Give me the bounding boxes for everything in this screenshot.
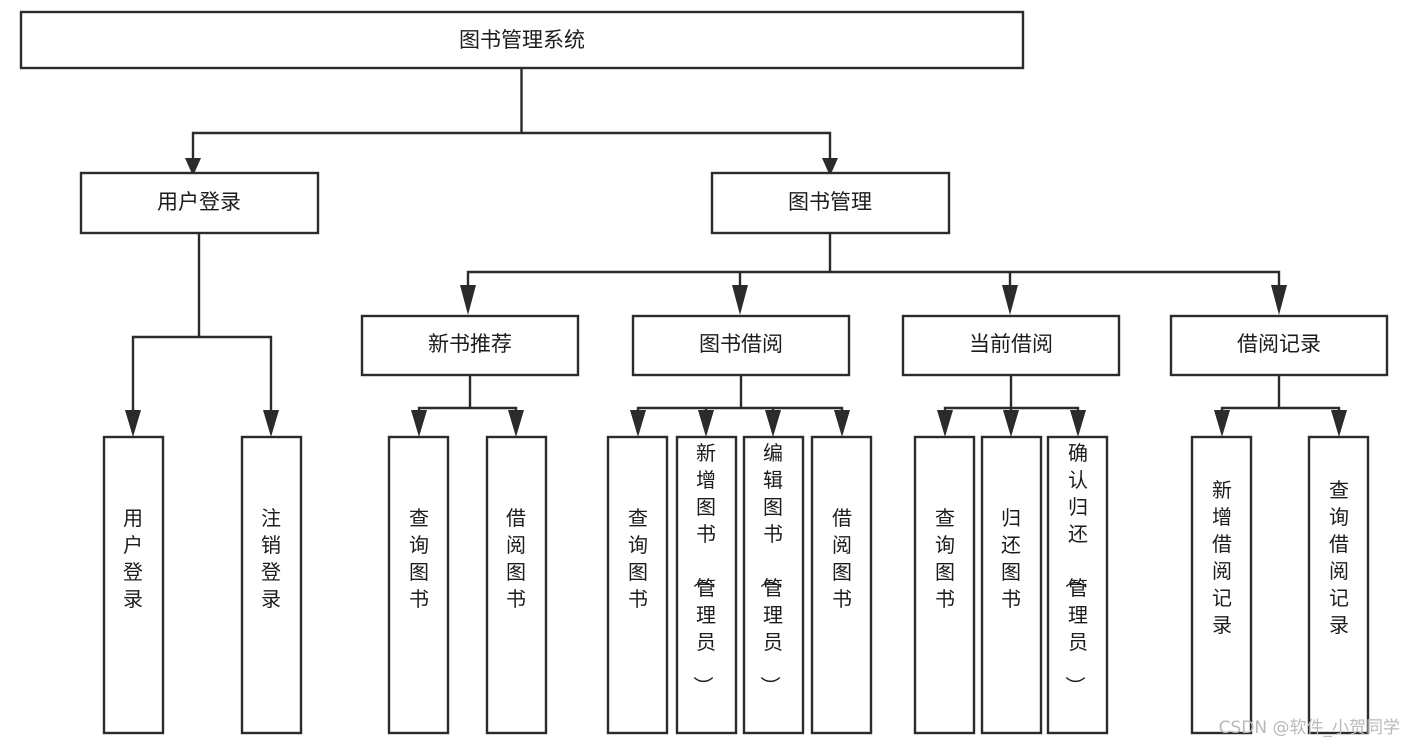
node-leaf-user-login-label: 用户登录 [123,506,143,611]
node-leaf-query-record[interactable]: 查询借阅记录 [1307,435,1370,735]
node-leaf-query-book-1-label: 查询图书 [409,506,429,611]
arrow-head-icon [1214,410,1230,437]
node-leaf-borrow-book-2[interactable]: 借阅图书 [810,435,873,735]
node-leaf-add-record-box[interactable] [1190,435,1253,735]
node-book-borrow[interactable]: 图书借阅 [631,314,851,377]
node-leaf-borrow-book-1[interactable]: 借阅图书 [485,435,548,735]
arrow-head-icon [1003,410,1019,437]
connector-root-bus [191,66,832,160]
node-leaf-query-book-3-label: 查询图书 [935,506,955,611]
connector-bookborrow-bus [636,373,844,423]
arrow-head-icon [937,410,953,437]
node-leaf-return-book-label: 归还图书 [1001,506,1021,611]
node-leaf-add-record[interactable]: 新增借阅记录 [1190,435,1253,735]
node-root[interactable]: 图书管理系统 [19,10,1025,70]
node-leaf-query-book-2[interactable]: 查询图书 [606,435,669,735]
arrow-head-icon [1070,410,1086,437]
connector-borrowrecord-bus [1220,373,1341,423]
node-leaf-borrow-book-2-box[interactable] [810,435,873,735]
arrow-head-icon [263,410,279,437]
node-leaf-query-book-2-box[interactable] [606,435,669,735]
node-leaf-logout-label: 注销登录 [261,506,281,611]
node-book-borrow-box[interactable] [631,314,851,377]
arrow-head-icon [411,410,427,437]
node-leaf-edit-book-label: 编辑图书（管理员） [758,441,783,696]
node-leaf-add-book-box[interactable] [675,435,738,735]
node-leaf-borrow-book-2-label: 借阅图书 [832,506,852,611]
node-current-borrow-box[interactable] [901,314,1121,377]
node-current-borrow[interactable]: 当前借阅 [901,314,1121,377]
arrow-head-icon [185,158,201,176]
arrow-head-icon [630,410,646,437]
node-user-login-label: 用户登录 [157,190,241,214]
node-leaf-borrow-book-1-label: 借阅图书 [506,506,526,611]
node-book-manage[interactable]: 图书管理 [710,171,951,235]
node-leaf-add-book-label: 新增图书（管理员） [691,441,716,696]
node-borrow-record-box[interactable] [1169,314,1389,377]
connector-bookmanage-bus [466,231,1281,302]
node-leaf-query-record-label: 查询借阅记录 [1329,478,1349,637]
node-leaf-return-book[interactable]: 归还图书 [980,435,1043,735]
connector-layer [125,66,1347,437]
node-new-book-recommend[interactable]: 新书推荐 [360,314,580,377]
node-leaf-query-book-2-label: 查询图书 [628,506,648,611]
node-leaf-return-book-box[interactable] [980,435,1043,735]
arrow-head-icon [765,410,781,437]
arrow-head-icon [698,410,714,437]
csdn-watermark: CSDN @软件_小贺同学 [1219,718,1400,738]
node-leaf-query-book-3[interactable]: 查询图书 [913,435,976,735]
node-user-login-box[interactable] [79,171,320,235]
arrow-head-icon [460,285,476,315]
arrow-head-icon [1002,285,1018,315]
node-leaf-logout[interactable]: 注销登录 [240,435,303,735]
node-user-login[interactable]: 用户登录 [79,171,320,235]
node-book-borrow-label: 图书借阅 [699,332,783,356]
node-book-manage-label: 图书管理 [788,190,872,214]
node-new-book-recommend-box[interactable] [360,314,580,377]
node-root-box[interactable] [19,10,1025,70]
node-leaf-add-record-label: 新增借阅记录 [1212,478,1232,637]
node-leaf-query-book-3-box[interactable] [913,435,976,735]
node-leaf-edit-book[interactable]: 编辑图书（管理员） [742,435,805,735]
node-current-borrow-label: 当前借阅 [969,332,1053,356]
arrow-head-icon [822,158,838,176]
node-leaf-query-book-1-box[interactable] [387,435,450,735]
node-leaf-logout-box[interactable] [240,435,303,735]
node-borrow-record[interactable]: 借阅记录 [1169,314,1389,377]
arrow-head-icon [1331,410,1347,437]
node-leaf-add-book[interactable]: 新增图书（管理员） [675,435,738,735]
node-leaf-confirm-return-label: 确认归还（管理员） [1063,441,1088,696]
node-leaf-user-login-box[interactable] [102,435,165,735]
node-leaf-user-login[interactable]: 用户登录 [102,435,165,735]
arrow-head-icon [125,410,141,437]
node-new-book-recommend-label: 新书推荐 [428,332,512,356]
node-root-label: 图书管理系统 [459,28,585,52]
arrow-head-icon [508,410,524,437]
node-leaf-edit-book-box[interactable] [742,435,805,735]
node-leaf-query-book-1[interactable]: 查询图书 [387,435,450,735]
node-leaf-query-record-box[interactable] [1307,435,1370,735]
arrow-head-icon [732,285,748,315]
connector-userlogin-bus [131,231,273,423]
connector-newbook-bus [417,373,518,423]
node-book-manage-box[interactable] [710,171,951,235]
arrow-head-icon [834,410,850,437]
node-borrow-record-label: 借阅记录 [1237,332,1321,356]
arrow-head-icon [1271,285,1287,315]
node-leaf-borrow-book-1-box[interactable] [485,435,548,735]
node-leaf-confirm-return-box[interactable] [1046,435,1109,735]
node-leaf-confirm-return[interactable]: 确认归还（管理员） [1046,435,1109,735]
